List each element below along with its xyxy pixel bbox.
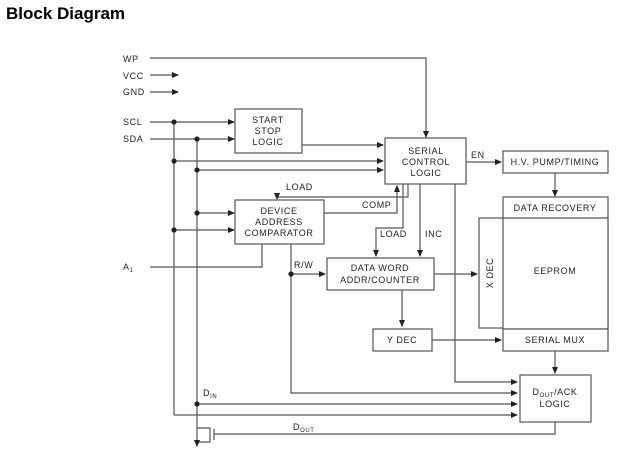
wire-rw <box>290 244 518 396</box>
pin-a1-label: A1 <box>123 262 134 274</box>
hv-pump-label: H.V. PUMP/TIMING <box>511 157 600 167</box>
wire-dout <box>214 422 556 435</box>
wire-a1 <box>150 244 263 268</box>
comparator-label: ADDRESS <box>255 217 303 227</box>
comparator-label: DEVICE <box>260 206 297 216</box>
dout-ack-label: DOUT/ACK <box>533 387 578 399</box>
pin-gnd-label: GND <box>123 87 145 97</box>
device-address-comparator-block <box>234 199 325 245</box>
junction <box>194 401 200 407</box>
junction <box>288 271 294 277</box>
pin-vcc-label: VCC <box>123 71 144 81</box>
wire-load-dataword <box>373 184 404 257</box>
junction <box>194 136 200 142</box>
junction <box>171 158 177 164</box>
wire-control-to-dout <box>454 184 518 385</box>
signal-dout-label: DOUT <box>293 422 315 434</box>
junction <box>194 210 200 216</box>
signal-load2-label: LOAD <box>380 229 407 239</box>
dout-ack-label: LOGIC <box>539 399 570 409</box>
serial-mux-label: SERIAL MUX <box>525 335 585 345</box>
wire-comp <box>324 185 400 214</box>
dataword-label: DATA WORD <box>351 263 410 273</box>
signal-inc-label: INC <box>425 229 442 239</box>
serial-control-label: LOGIC <box>410 168 441 178</box>
transistor-output <box>194 427 211 447</box>
signal-rw-label: R/W <box>294 260 313 270</box>
pin-scl-label: SCL <box>123 117 142 127</box>
ydec-label: Y DEC <box>387 335 417 345</box>
serial-control-label: CONTROL <box>402 157 450 167</box>
junction <box>194 167 200 173</box>
start-stop-label: START <box>252 115 284 125</box>
pin-sda-label: SDA <box>123 134 143 144</box>
page-title: Block Diagram <box>6 4 126 23</box>
dout-ack-logic-block <box>519 374 592 423</box>
wire-wp <box>150 57 429 138</box>
x-dec-label: X DEC <box>485 258 495 289</box>
data-word-addr-counter-block <box>326 257 435 291</box>
start-stop-logic-block <box>234 108 303 154</box>
comparator-label: COMPARATOR <box>244 228 313 238</box>
pin-wp-label: WP <box>123 54 139 64</box>
wire-load-comparator <box>274 184 409 200</box>
start-stop-label: STOP <box>255 126 282 136</box>
junction <box>171 227 177 233</box>
signal-din-label: DIN <box>203 388 217 400</box>
junction <box>171 119 177 125</box>
serial-control-logic-block <box>384 137 467 185</box>
serial-control-label: SERIAL <box>408 146 444 156</box>
dataword-label: ADDR/COUNTER <box>340 275 420 285</box>
data-recovery-label: DATA RECOVERY <box>514 203 597 213</box>
signal-comp-label: COMP <box>362 200 391 210</box>
signal-en-label: EN <box>471 150 485 160</box>
eeprom-block <box>502 196 609 330</box>
start-stop-label: LOGIC <box>252 137 283 147</box>
signal-load-label: LOAD <box>286 182 313 192</box>
eeprom-label: EEPROM <box>534 266 577 276</box>
